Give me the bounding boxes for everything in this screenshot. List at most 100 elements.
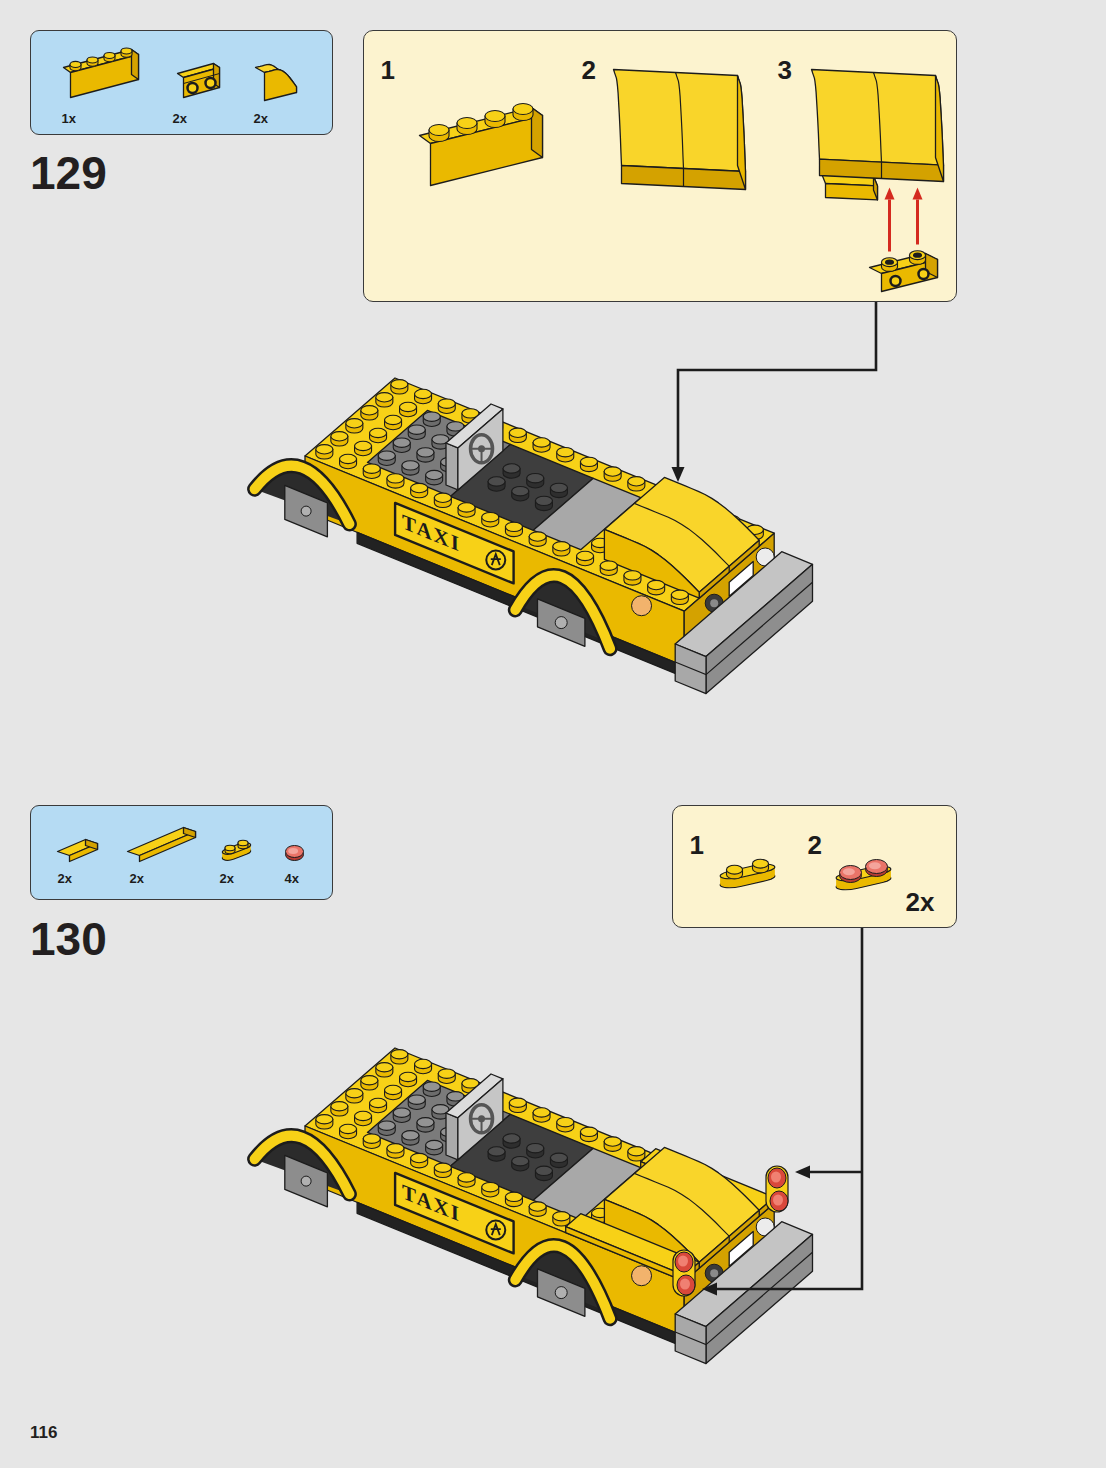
quantity-label: 2x bbox=[254, 112, 268, 125]
stud bbox=[600, 561, 617, 570]
stud bbox=[505, 1192, 522, 1201]
arrowhead bbox=[913, 188, 923, 200]
stud bbox=[509, 1098, 526, 1107]
seam-line bbox=[634, 1173, 729, 1242]
quantity-label: 2x bbox=[220, 872, 234, 885]
taxi-model bbox=[255, 1048, 813, 1364]
stud bbox=[535, 496, 552, 505]
emblem bbox=[491, 1224, 501, 1235]
stud bbox=[363, 464, 380, 473]
stud bbox=[482, 1182, 499, 1191]
taxi-model bbox=[255, 378, 813, 694]
stud bbox=[121, 48, 132, 54]
stud bbox=[535, 1166, 552, 1175]
stud bbox=[385, 1085, 402, 1094]
quantity-label: 2x bbox=[130, 872, 144, 885]
arrowhead bbox=[885, 188, 895, 200]
stud bbox=[628, 1147, 645, 1156]
stud bbox=[527, 1143, 544, 1152]
wheel bbox=[301, 1176, 311, 1186]
parts-list-box: 1x2x2x bbox=[30, 30, 333, 135]
sticker-text: TAXI bbox=[402, 1179, 461, 1227]
light bbox=[632, 596, 652, 616]
fender bbox=[515, 1245, 610, 1318]
tail-light bbox=[773, 1195, 783, 1206]
stud bbox=[580, 1127, 597, 1136]
stud bbox=[378, 451, 395, 460]
brick-face bbox=[566, 1214, 700, 1276]
round-tile bbox=[286, 846, 304, 858]
stud bbox=[503, 1134, 520, 1143]
stud bbox=[376, 1063, 393, 1072]
leader-line bbox=[888, 200, 891, 252]
leader-line bbox=[810, 1171, 862, 1174]
stud bbox=[370, 1098, 387, 1107]
stud-ring bbox=[913, 253, 922, 258]
stud bbox=[604, 467, 621, 476]
round-tile bbox=[840, 866, 862, 880]
stud bbox=[457, 118, 477, 129]
arrowhead bbox=[702, 1283, 717, 1296]
emblem bbox=[486, 1221, 505, 1240]
stud bbox=[527, 473, 544, 482]
stud bbox=[387, 1144, 404, 1153]
stud bbox=[408, 1095, 425, 1104]
rounded-plate bbox=[716, 863, 780, 881]
stud-ring bbox=[891, 276, 901, 286]
substep-number: 1 bbox=[690, 832, 704, 858]
stud bbox=[340, 1124, 357, 1133]
curved-slope bbox=[812, 70, 944, 166]
seam-line bbox=[634, 503, 729, 572]
stud bbox=[378, 1121, 395, 1130]
wheel bbox=[285, 1155, 328, 1206]
emblem bbox=[486, 551, 505, 570]
tail-light bbox=[680, 1279, 690, 1290]
stud bbox=[458, 1173, 475, 1182]
fender bbox=[255, 1136, 350, 1194]
rounded-plate bbox=[673, 1250, 695, 1296]
steering-wheel bbox=[471, 435, 493, 463]
stud bbox=[488, 1147, 505, 1156]
stud bbox=[529, 532, 546, 541]
quantity-label: 2x bbox=[58, 872, 72, 885]
stud bbox=[408, 425, 425, 434]
leader-line bbox=[678, 302, 876, 467]
stud bbox=[604, 1137, 621, 1146]
stud bbox=[438, 1069, 455, 1078]
stud bbox=[426, 1140, 443, 1149]
stud bbox=[411, 1153, 428, 1162]
sub-assembly-callout: 122x bbox=[672, 805, 957, 928]
stud bbox=[512, 1156, 529, 1165]
stud bbox=[485, 111, 505, 122]
arrowhead bbox=[672, 467, 685, 482]
stud bbox=[550, 1153, 567, 1162]
step-number: 130 bbox=[30, 916, 107, 962]
step-number: 129 bbox=[30, 150, 107, 196]
wheel bbox=[538, 1269, 585, 1316]
stud bbox=[580, 457, 597, 466]
stud bbox=[355, 1111, 372, 1120]
taxi-sign bbox=[395, 1173, 513, 1254]
stud bbox=[505, 522, 522, 531]
stud bbox=[402, 1131, 419, 1140]
stud bbox=[331, 432, 348, 441]
stud bbox=[509, 428, 526, 437]
bumper bbox=[675, 1252, 812, 1344]
steering-wheel bbox=[478, 445, 485, 452]
brick-face bbox=[86, 840, 98, 850]
stud bbox=[393, 438, 410, 447]
stud bbox=[346, 1089, 363, 1098]
stud bbox=[550, 483, 567, 492]
tail-light bbox=[677, 1275, 695, 1295]
stud-ring bbox=[188, 83, 198, 93]
stud bbox=[393, 1108, 410, 1117]
tail-light bbox=[768, 1168, 786, 1188]
stud-ring bbox=[885, 260, 894, 265]
tail-light bbox=[770, 1191, 788, 1211]
stud bbox=[87, 57, 98, 63]
round-tile bbox=[843, 868, 855, 875]
stud bbox=[391, 1050, 408, 1059]
stud bbox=[417, 1118, 434, 1127]
stud bbox=[727, 865, 743, 874]
curved-slope bbox=[265, 70, 297, 101]
